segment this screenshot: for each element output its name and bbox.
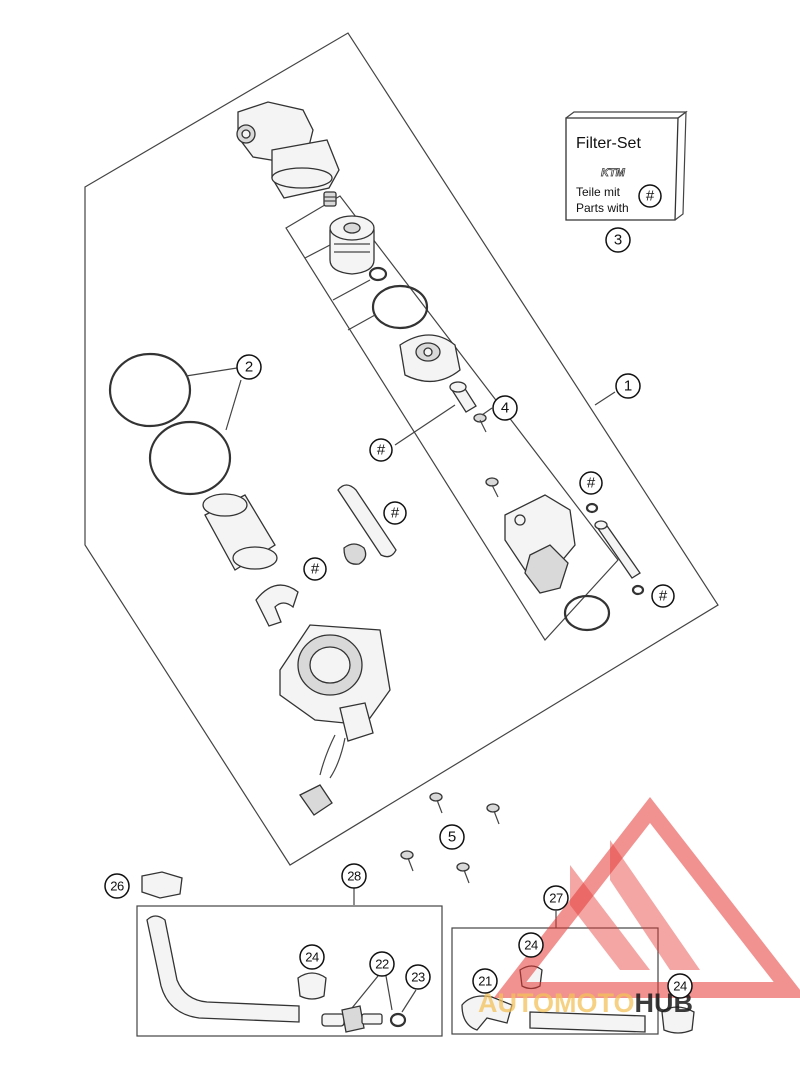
- watermark-text: AUTOMOTOHUB: [478, 988, 693, 1018]
- svg-text:#: #: [391, 505, 400, 522]
- hose-part: [146, 915, 300, 1023]
- svg-text:24: 24: [524, 938, 538, 953]
- cylinder-sleeve-part: [202, 493, 278, 571]
- svg-text:28: 28: [347, 869, 361, 884]
- svg-text:#: #: [659, 588, 668, 605]
- callout-hash-2: #: [579, 471, 603, 495]
- callout-22: 22: [369, 951, 395, 977]
- pump-housing-part: [279, 624, 391, 816]
- oring-large-1: [108, 352, 192, 428]
- callout-24-c: 24: [667, 973, 693, 999]
- leader-line: [225, 379, 242, 431]
- callout-23: 23: [405, 964, 431, 990]
- leader-line: [304, 244, 331, 259]
- svg-text:3: 3: [614, 232, 622, 249]
- svg-text:#: #: [377, 442, 386, 459]
- hose-clamp-part: [297, 972, 327, 1000]
- fuel-filter-part: [329, 215, 375, 275]
- callout-5: 5: [439, 824, 465, 850]
- regulator-flange-part: [399, 334, 461, 382]
- callout-2: 2: [236, 354, 262, 380]
- main-assembly-outline: [84, 32, 719, 866]
- callout-hash-5: #: [651, 584, 675, 608]
- fitting-part: [321, 1005, 383, 1033]
- svg-text:27: 27: [549, 891, 563, 906]
- connector-part: [141, 871, 183, 899]
- sieve-part: [337, 484, 397, 565]
- svg-text:23: 23: [411, 970, 425, 985]
- brand-logo-text: KTM: [601, 167, 626, 179]
- leader-line: [351, 975, 379, 1009]
- motor-screw-part: [485, 477, 499, 498]
- svg-text:#: #: [311, 561, 320, 578]
- callout-27: 27: [543, 885, 569, 911]
- oring-large-2: [148, 420, 232, 496]
- filter-set-title: Filter-Set: [576, 135, 641, 152]
- bolt-part: [400, 792, 500, 884]
- pump-top-part: [236, 101, 340, 199]
- callout-26: 26: [104, 873, 130, 899]
- svg-text:21: 21: [478, 974, 492, 989]
- callout-24-a: 24: [299, 944, 325, 970]
- callout-4: 4: [492, 395, 518, 421]
- leader-line: [481, 407, 493, 416]
- callout-28: 28: [341, 863, 367, 889]
- tube-part: [449, 381, 477, 413]
- leader-line: [401, 989, 417, 1013]
- spring-part: [323, 191, 337, 207]
- filter-set-line2: Parts with: [576, 201, 629, 215]
- leader-line: [394, 404, 456, 446]
- kit-28-box: [136, 905, 443, 1037]
- svg-text:1: 1: [624, 378, 632, 395]
- clamp-part-outside: [661, 1006, 695, 1034]
- long-tube-part: [594, 520, 641, 579]
- filter-set-line1: Teile mit: [576, 185, 621, 199]
- leader-line: [385, 975, 393, 1011]
- elbow-fitting-part: [461, 995, 513, 1031]
- callout-21: 21: [472, 968, 498, 994]
- hash-marker-circle: [638, 184, 662, 208]
- callout-hash-3: #: [383, 501, 407, 525]
- leader-line: [185, 367, 238, 377]
- svg-text:2: 2: [245, 359, 253, 376]
- leader-line: [347, 314, 376, 331]
- filter-set-box: Filter-Set KTM Teile mit Parts with #: [565, 110, 688, 221]
- callout-hash-4: #: [303, 557, 327, 581]
- fitting-oring-part: [389, 1012, 407, 1028]
- large-oring-part: [371, 284, 429, 330]
- small-oring-part: [368, 266, 388, 282]
- svg-text:#: #: [587, 475, 596, 492]
- pump-motor-part: [504, 494, 576, 594]
- small-washer-part: [631, 584, 645, 596]
- svg-text:24: 24: [673, 979, 687, 994]
- watermark-logo: [493, 796, 800, 998]
- callout-1: 1: [615, 373, 641, 399]
- callout-3: 3: [605, 227, 631, 253]
- svg-text:22: 22: [375, 957, 389, 972]
- screw-part: [473, 413, 487, 433]
- callout-24-b: 24: [518, 932, 544, 958]
- motor-oring-part: [563, 594, 611, 632]
- svg-text:24: 24: [305, 950, 319, 965]
- svg-text:5: 5: [448, 829, 456, 846]
- washer-part: [585, 502, 599, 514]
- svg-text:4: 4: [501, 400, 509, 417]
- hash-marker-text: #: [646, 188, 655, 205]
- sub-assembly-outline: [285, 195, 619, 641]
- clip-part: [255, 584, 299, 627]
- svg-text:26: 26: [110, 879, 124, 894]
- leader-line: [332, 279, 371, 301]
- leader-line: [594, 391, 616, 406]
- hose-short-part: [529, 1011, 646, 1033]
- callout-hash-1: #: [369, 438, 393, 462]
